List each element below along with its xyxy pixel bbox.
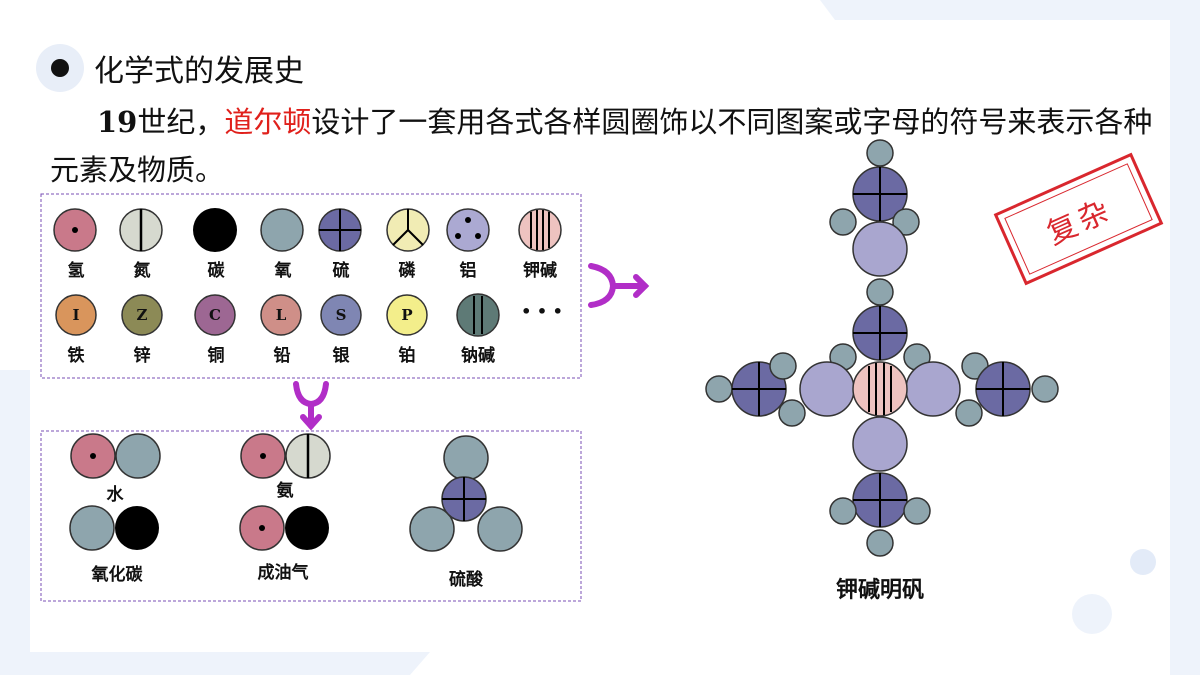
heading-text: 化学式的发展史 [94,54,304,89]
sulfuric-acid-symbol [409,435,523,552]
alum-label: 钾碱明矾 [835,578,925,603]
label-silver: 银 [332,346,350,366]
carbon-symbol [193,208,237,252]
oxygen-symbol [260,208,304,252]
label-sulfuric-acid: 硫酸 [449,570,483,590]
label-sulfur: 硫 [332,261,350,281]
label-hydrogen: 氢 [67,261,85,281]
label-olefiant-gas: 成油气 [257,563,309,583]
lead-symbol [260,294,302,336]
label-lead: 铅 [273,346,291,366]
label-carbon: 碳 [207,261,225,281]
nitrogen-symbol [119,208,163,252]
water-symbol [70,433,161,479]
letter-platinum: P [401,306,413,324]
century-number: 19 [97,105,138,139]
label-potash: 钾碱 [523,261,557,281]
carbon-oxide-symbol [69,505,159,551]
label-oxygen: 氧 [274,261,292,281]
arrow-right-icon [588,263,650,308]
label-soda: 钠碱 [461,346,495,366]
label-nitrogen: 氮 [133,261,151,281]
label-copper: 铜 [207,346,225,366]
label-zinc: 锌 [133,346,151,366]
dalton-name: 道尔顿 [224,105,312,139]
platinum-symbol [386,294,428,336]
elements-box [40,193,582,379]
paragraph-text-2: 设计了一套用各式各样圆圈饰以不同图案或字母的符号来表示各种元素及物质。 [50,105,1153,187]
soda-symbol [456,293,500,337]
label-aluminium: 铝 [459,261,477,281]
arrow-down-icon [293,381,329,431]
aluminium-symbol [446,208,490,252]
phosphorus-symbol [386,208,430,252]
letter-lead: L [275,306,287,324]
alum-crosses [732,167,1030,527]
label-water: 水 [106,485,124,505]
sulfur-symbol [318,208,362,252]
label-platinum: 铂 [398,346,416,366]
label-iron: 铁 [67,346,85,366]
label-ammonia: 氨 [276,481,294,501]
compounds-box [40,430,582,602]
letter-copper: C [209,306,221,324]
paragraph-text-1: 世纪， [137,105,225,139]
olefiant-gas-symbol [239,505,329,551]
intro-paragraph: 19世纪，道尔顿设计了一套用各式各样圆圈饰以不同图案或字母的符号来表示各种元素及… [50,98,1180,194]
ellipsis: • • • [521,302,563,321]
copper-symbol [194,294,236,336]
section-heading: 化学式的发展史 [36,40,304,96]
iron-symbol [55,294,97,336]
ammonia-symbol [240,433,331,479]
letter-zinc: Z [136,306,148,324]
label-carbon-oxide: 氧化碳 [91,565,143,585]
letter-silver: S [335,306,347,324]
letter-iron: I [72,306,80,324]
label-phosphorus: 磷 [398,261,416,281]
potash-symbol [518,208,562,252]
silver-symbol [320,294,362,336]
zinc-symbol [121,294,163,336]
potash-alum-structure [705,139,1059,557]
bullet-icon [36,44,84,92]
hydrogen-symbol [53,208,97,252]
